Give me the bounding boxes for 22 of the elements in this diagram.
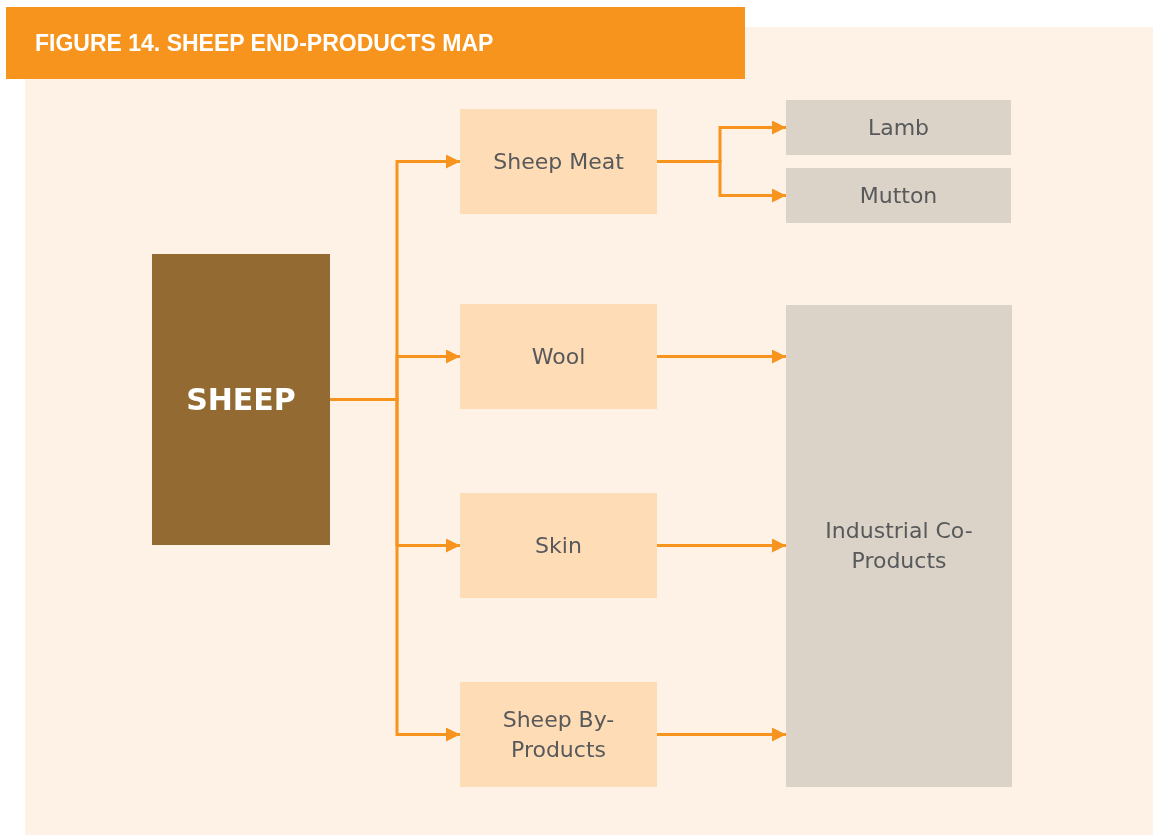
node-label: Sheep Meat	[493, 147, 624, 176]
node-label: Skin	[535, 531, 582, 560]
arrow	[330, 398, 460, 742]
node-label: Sheep By-Products	[501, 705, 616, 764]
node-label: Mutton	[859, 181, 938, 210]
node-label: SHEEP	[186, 384, 296, 415]
end-product-box	[786, 305, 1012, 787]
node-label: Lamb	[867, 113, 930, 142]
product-box	[460, 682, 657, 787]
end-product-box	[786, 100, 1011, 155]
end-product-box	[786, 168, 1011, 223]
node-label: Industrial Co-Products	[824, 517, 974, 575]
title-bar: FIGURE 14. SHEEP END-PRODUCTS MAP	[6, 7, 745, 79]
product-box	[460, 109, 657, 214]
arrow	[657, 160, 786, 203]
arrow	[657, 538, 786, 553]
product-box	[460, 493, 657, 598]
source-box	[152, 254, 330, 545]
arrow	[657, 349, 786, 364]
arrow	[657, 727, 786, 742]
product-box	[460, 304, 657, 409]
node-label: Wool	[531, 342, 586, 371]
